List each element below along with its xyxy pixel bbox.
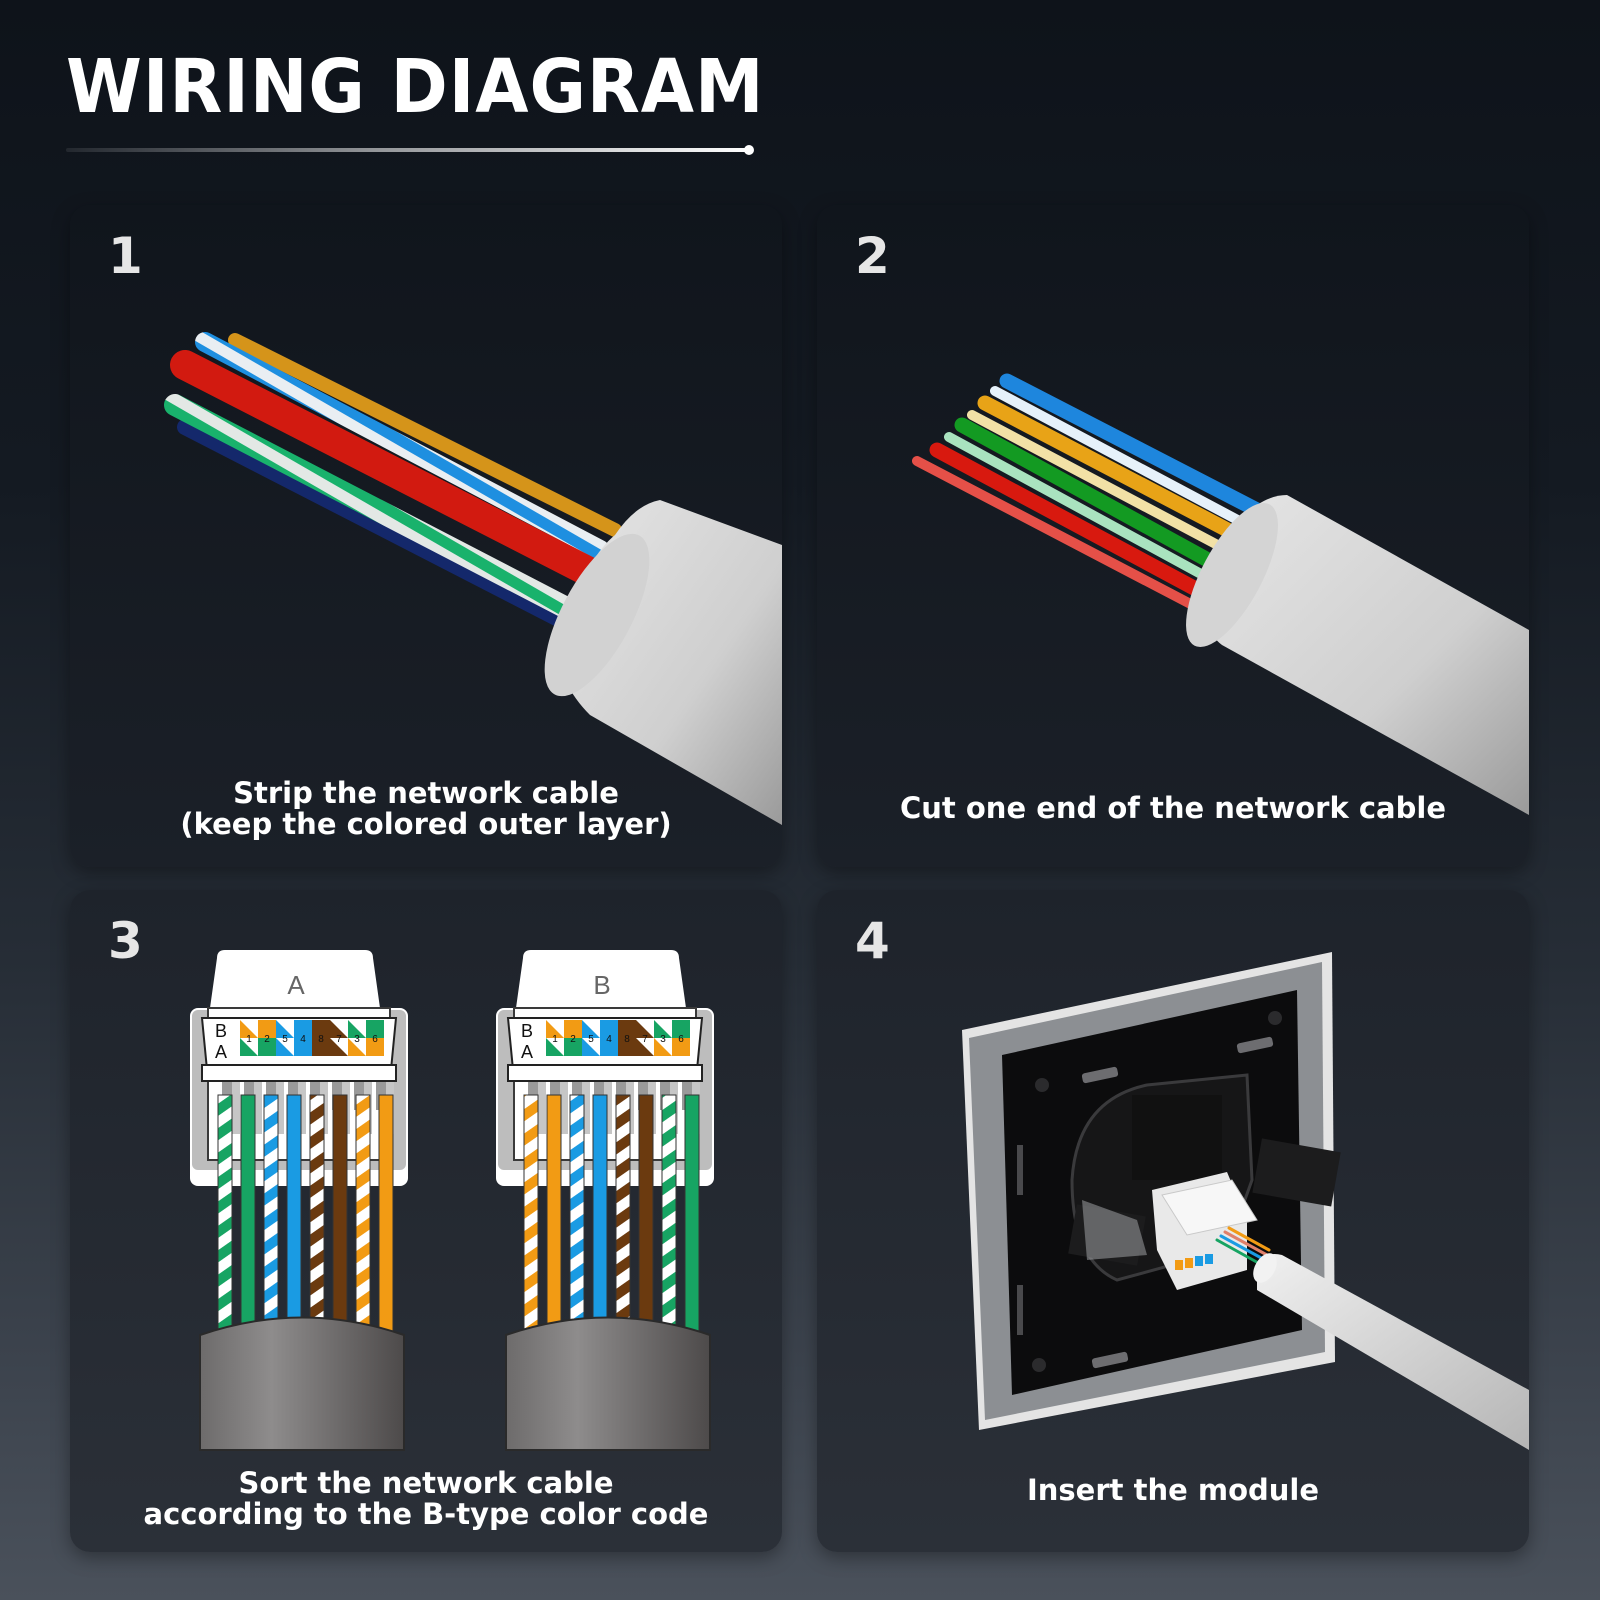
step-number: 3: [108, 912, 143, 970]
step-caption: Insert the module: [817, 1475, 1529, 1506]
pin-number: 7: [336, 1034, 342, 1045]
wire-green: [954, 417, 1225, 573]
pin-number: 3: [354, 1034, 360, 1045]
step-caption: Strip the network cable (keep the colore…: [70, 778, 782, 840]
wire-red: [170, 350, 610, 590]
pin-number: 6: [678, 1034, 684, 1045]
pin-number: 8: [624, 1034, 630, 1045]
wire-white-orange: [355, 1094, 371, 1346]
wire-blue: [999, 373, 1265, 518]
step-number: 2: [855, 227, 890, 285]
plug-label: B: [593, 970, 610, 1000]
row-label-b: B: [521, 1021, 533, 1041]
wire-white-blue: [263, 1094, 279, 1346]
wire-brown: [638, 1094, 654, 1346]
wire-blue: [592, 1094, 608, 1346]
pin-number: 5: [588, 1034, 594, 1045]
wire-white-blue: [990, 386, 1252, 530]
row-label-a: A: [215, 1042, 227, 1062]
wire-brown: [332, 1094, 348, 1346]
step-number: 4: [855, 912, 890, 970]
cable-jacket: [1204, 495, 1529, 815]
caption-line: Insert the module: [1026, 1473, 1320, 1507]
wire-orange: [378, 1094, 394, 1346]
wall-socket-illustration: [962, 952, 1529, 1450]
pin-number: 4: [300, 1034, 306, 1045]
title-underline-dot: [744, 145, 754, 155]
wire-white-red: [912, 456, 1207, 615]
stripped-cable-illustration: [164, 332, 782, 825]
plug-label: A: [287, 970, 305, 1000]
step-card-1: 1 Strip the network cable (keep the colo…: [70, 205, 782, 867]
wire-white-green: [164, 394, 591, 626]
step-card-2: 2 Cut one end of the network cable: [817, 205, 1529, 867]
wire-orange: [228, 333, 622, 537]
pin-number: 1: [246, 1034, 252, 1045]
cut-cable-illustration: [912, 373, 1529, 815]
row-label-b: B: [215, 1021, 227, 1041]
pin-number: 3: [660, 1034, 666, 1045]
pin-number: 1: [552, 1034, 558, 1045]
pin-number: 5: [282, 1034, 288, 1045]
cable-jacket: [505, 1316, 711, 1451]
caption-line: (keep the colored outer layer): [180, 807, 672, 841]
wire-white-brown: [615, 1094, 631, 1346]
wire-white-orange: [523, 1094, 539, 1346]
pin-number: 2: [570, 1034, 576, 1045]
wire-white-green: [661, 1094, 677, 1346]
step-card-4: 4 Insert the module: [817, 890, 1529, 1552]
pin-number: 7: [642, 1034, 648, 1045]
cable-jacket: [199, 1316, 405, 1451]
wire-white-green: [944, 432, 1217, 585]
wire-navy: [177, 419, 578, 633]
wire-white-green: [217, 1094, 233, 1346]
step-caption: Sort the network cable according to the …: [70, 1468, 782, 1530]
pin-number: 8: [318, 1034, 324, 1045]
page-title: WIRING DIAGRAM: [66, 44, 765, 130]
step-number: 1: [108, 227, 143, 285]
title-underline: [66, 148, 752, 152]
step-caption: Cut one end of the network cable: [817, 793, 1529, 824]
wire-orange: [546, 1094, 562, 1346]
row-label-a: A: [521, 1042, 533, 1062]
wire-green: [240, 1094, 256, 1346]
wire-red: [929, 442, 1215, 603]
wire-white-blue: [569, 1094, 585, 1346]
wire-white-brown: [309, 1094, 325, 1346]
network-cable: [1257, 1254, 1529, 1450]
pin-number: 6: [372, 1034, 378, 1045]
wire-orange: [977, 395, 1245, 543]
wire-blue: [286, 1094, 302, 1346]
caption-line: Strip the network cable: [233, 776, 619, 810]
wire-green: [684, 1094, 700, 1346]
wire-white-orange: [967, 410, 1232, 555]
wire-white-blue: [195, 332, 610, 560]
pin-number: 4: [606, 1034, 612, 1045]
pin-number: 2: [264, 1034, 270, 1045]
caption-line: Cut one end of the network cable: [899, 791, 1446, 825]
caption-line: Sort the network cable: [238, 1466, 614, 1500]
caption-line: according to the B-type color code: [143, 1497, 709, 1531]
